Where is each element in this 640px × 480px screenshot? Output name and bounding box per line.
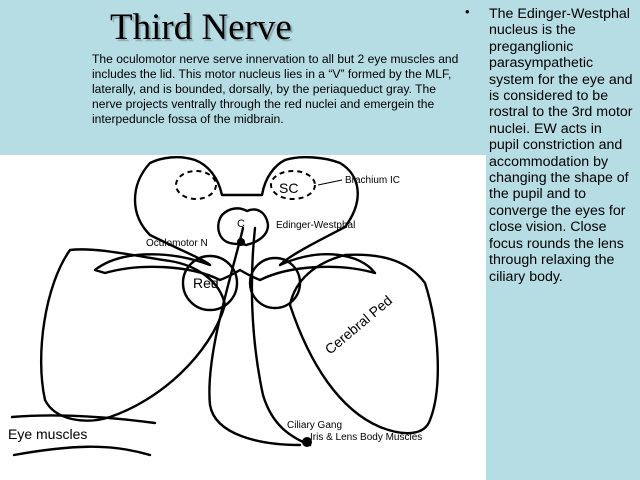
periaqueductal-outline bbox=[217, 207, 270, 247]
bullet-marker: • bbox=[465, 4, 470, 19]
ciliary-ganglion-dot bbox=[302, 437, 312, 447]
left-nerve-fiber bbox=[208, 226, 302, 447]
brachium-pointer bbox=[317, 179, 343, 186]
eye-muscle-nerve bbox=[10, 414, 157, 425]
left-peduncle bbox=[40, 248, 227, 422]
left-red-nucleus bbox=[181, 254, 239, 312]
ciliary-gang-label: Ciliary Gang bbox=[287, 420, 342, 431]
bullet-text: The Edinger-Westphal nucleus is the preg… bbox=[489, 6, 633, 285]
oculomotor-label: Oculomotor N bbox=[146, 238, 208, 249]
iris-lens-label: Iris & Lens Body Muscles bbox=[310, 432, 422, 443]
brachium-label: Brachium IC bbox=[345, 175, 400, 186]
slide-title: Third Nerve bbox=[110, 7, 292, 48]
right-red-nucleus bbox=[248, 256, 302, 310]
intro-paragraph: The oculomotor nerve serve innervation t… bbox=[92, 52, 459, 126]
sc-label: SC bbox=[279, 180, 298, 196]
midbrain-outline bbox=[93, 155, 377, 282]
left-colliculus bbox=[175, 170, 217, 200]
oculomotor-nucleus-dot bbox=[237, 238, 245, 246]
right-peduncle bbox=[288, 253, 439, 435]
diagram-panel: SC Brachium IC Edinger-Westphal Oculomot… bbox=[0, 155, 486, 480]
red-nucleus-label: Red bbox=[193, 275, 219, 291]
midbrain-diagram: SC Brachium IC Edinger-Westphal Oculomot… bbox=[8, 155, 439, 457]
eye-muscle-nerve-lower bbox=[12, 445, 152, 457]
cerebral-ped-label: Cerebral Ped bbox=[322, 292, 395, 357]
edinger-westphal-label: Edinger-Westphal bbox=[276, 220, 355, 231]
nucleus-c-label: C bbox=[237, 218, 245, 230]
right-nerve-fiber bbox=[250, 226, 312, 447]
right-colliculus bbox=[270, 170, 316, 200]
eye-muscles-label: Eye muscles bbox=[8, 426, 87, 442]
